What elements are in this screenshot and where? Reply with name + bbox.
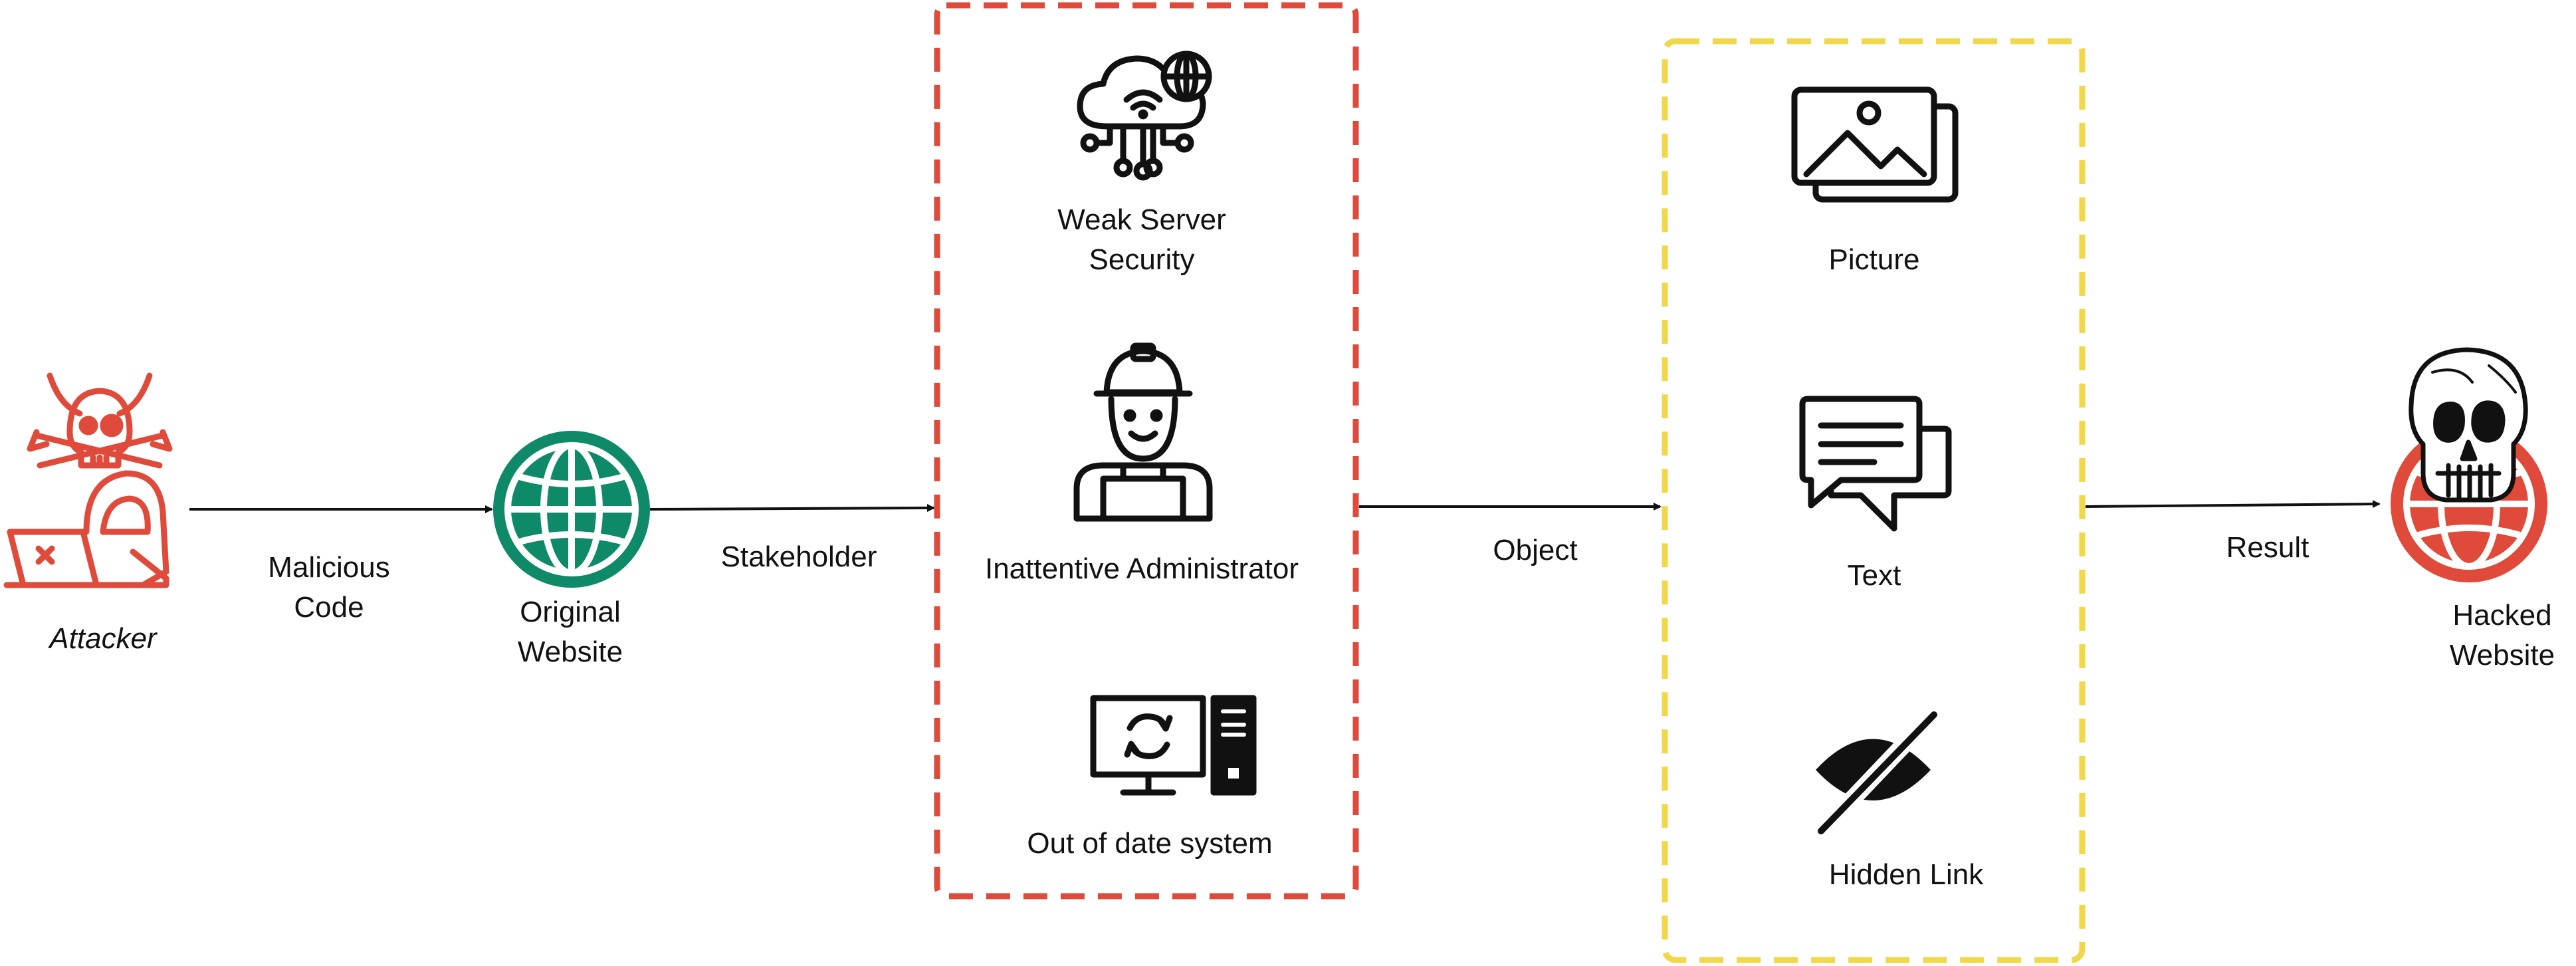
hacked-website-label-line1: Hacked [2452, 599, 2551, 632]
stakeholder-item-weak-server-security: Weak Server Security [1057, 51, 1226, 276]
edge-original-to-stakeholder [649, 504, 935, 513]
original-website-label-line1: Original [520, 596, 621, 628]
attacker-label: Attacker [47, 622, 158, 655]
chat-bubbles-icon [1799, 396, 1952, 532]
skull-icon [2409, 347, 2528, 503]
hacked-website-node: Hacked Website [2391, 347, 2555, 671]
stakeholder-group-border [934, 2, 1359, 900]
object-item-hidden-link: Hidden Link [1816, 709, 1984, 891]
edge-label-malicious-code: Malicious Code [268, 551, 389, 624]
hacked-website-label-line2: Website [2450, 639, 2555, 671]
object-item-text: Text [1799, 396, 1952, 592]
original-website-label-line2: Website [518, 636, 623, 668]
computer-update-icon [1090, 695, 1257, 796]
object-group-border [1662, 38, 2086, 963]
attacker-node: Attacker [3, 372, 173, 655]
edge-label-result: Result [2226, 531, 2309, 564]
stakeholder-item-inattentive-administrator: Inattentive Administrator [985, 342, 1299, 585]
out-of-date-system-label: Out of date system [1027, 827, 1272, 860]
object-item-picture: Picture [1791, 86, 1959, 276]
weak-server-security-label-line1: Weak Server [1057, 203, 1226, 236]
stakeholder-group: Weak Server Security Inattentive Adminis… [934, 2, 1359, 900]
edge-label-malicious-code-line2: Code [294, 591, 364, 624]
edge-label-object: Object [1493, 534, 1577, 566]
edge-object-to-hacked [2085, 500, 2381, 509]
hacker-laptop-icon [3, 470, 169, 588]
stakeholder-item-out-of-date-system: Out of date system [1027, 695, 1273, 860]
object-group: Picture Text Hidden Link [1662, 38, 2086, 963]
green-globe-icon [493, 431, 650, 588]
text-label: Text [1848, 559, 1901, 592]
cloud-network-icon [1077, 51, 1212, 181]
edge-label-malicious-code-line1: Malicious [268, 551, 389, 584]
pirate-skull-icon [27, 372, 173, 469]
inattentive-administrator-label: Inattentive Administrator [985, 552, 1299, 585]
edge-label-stakeholder: Stakeholder [721, 541, 877, 573]
weak-server-security-label-line2: Security [1089, 243, 1195, 276]
hidden-eye-icon [1816, 709, 1938, 836]
picture-label: Picture [1829, 243, 1920, 276]
original-website-node: Original Website [493, 431, 650, 668]
hidden-link-label: Hidden Link [1829, 858, 1984, 891]
picture-icon [1791, 86, 1959, 203]
worker-icon [1073, 342, 1213, 522]
